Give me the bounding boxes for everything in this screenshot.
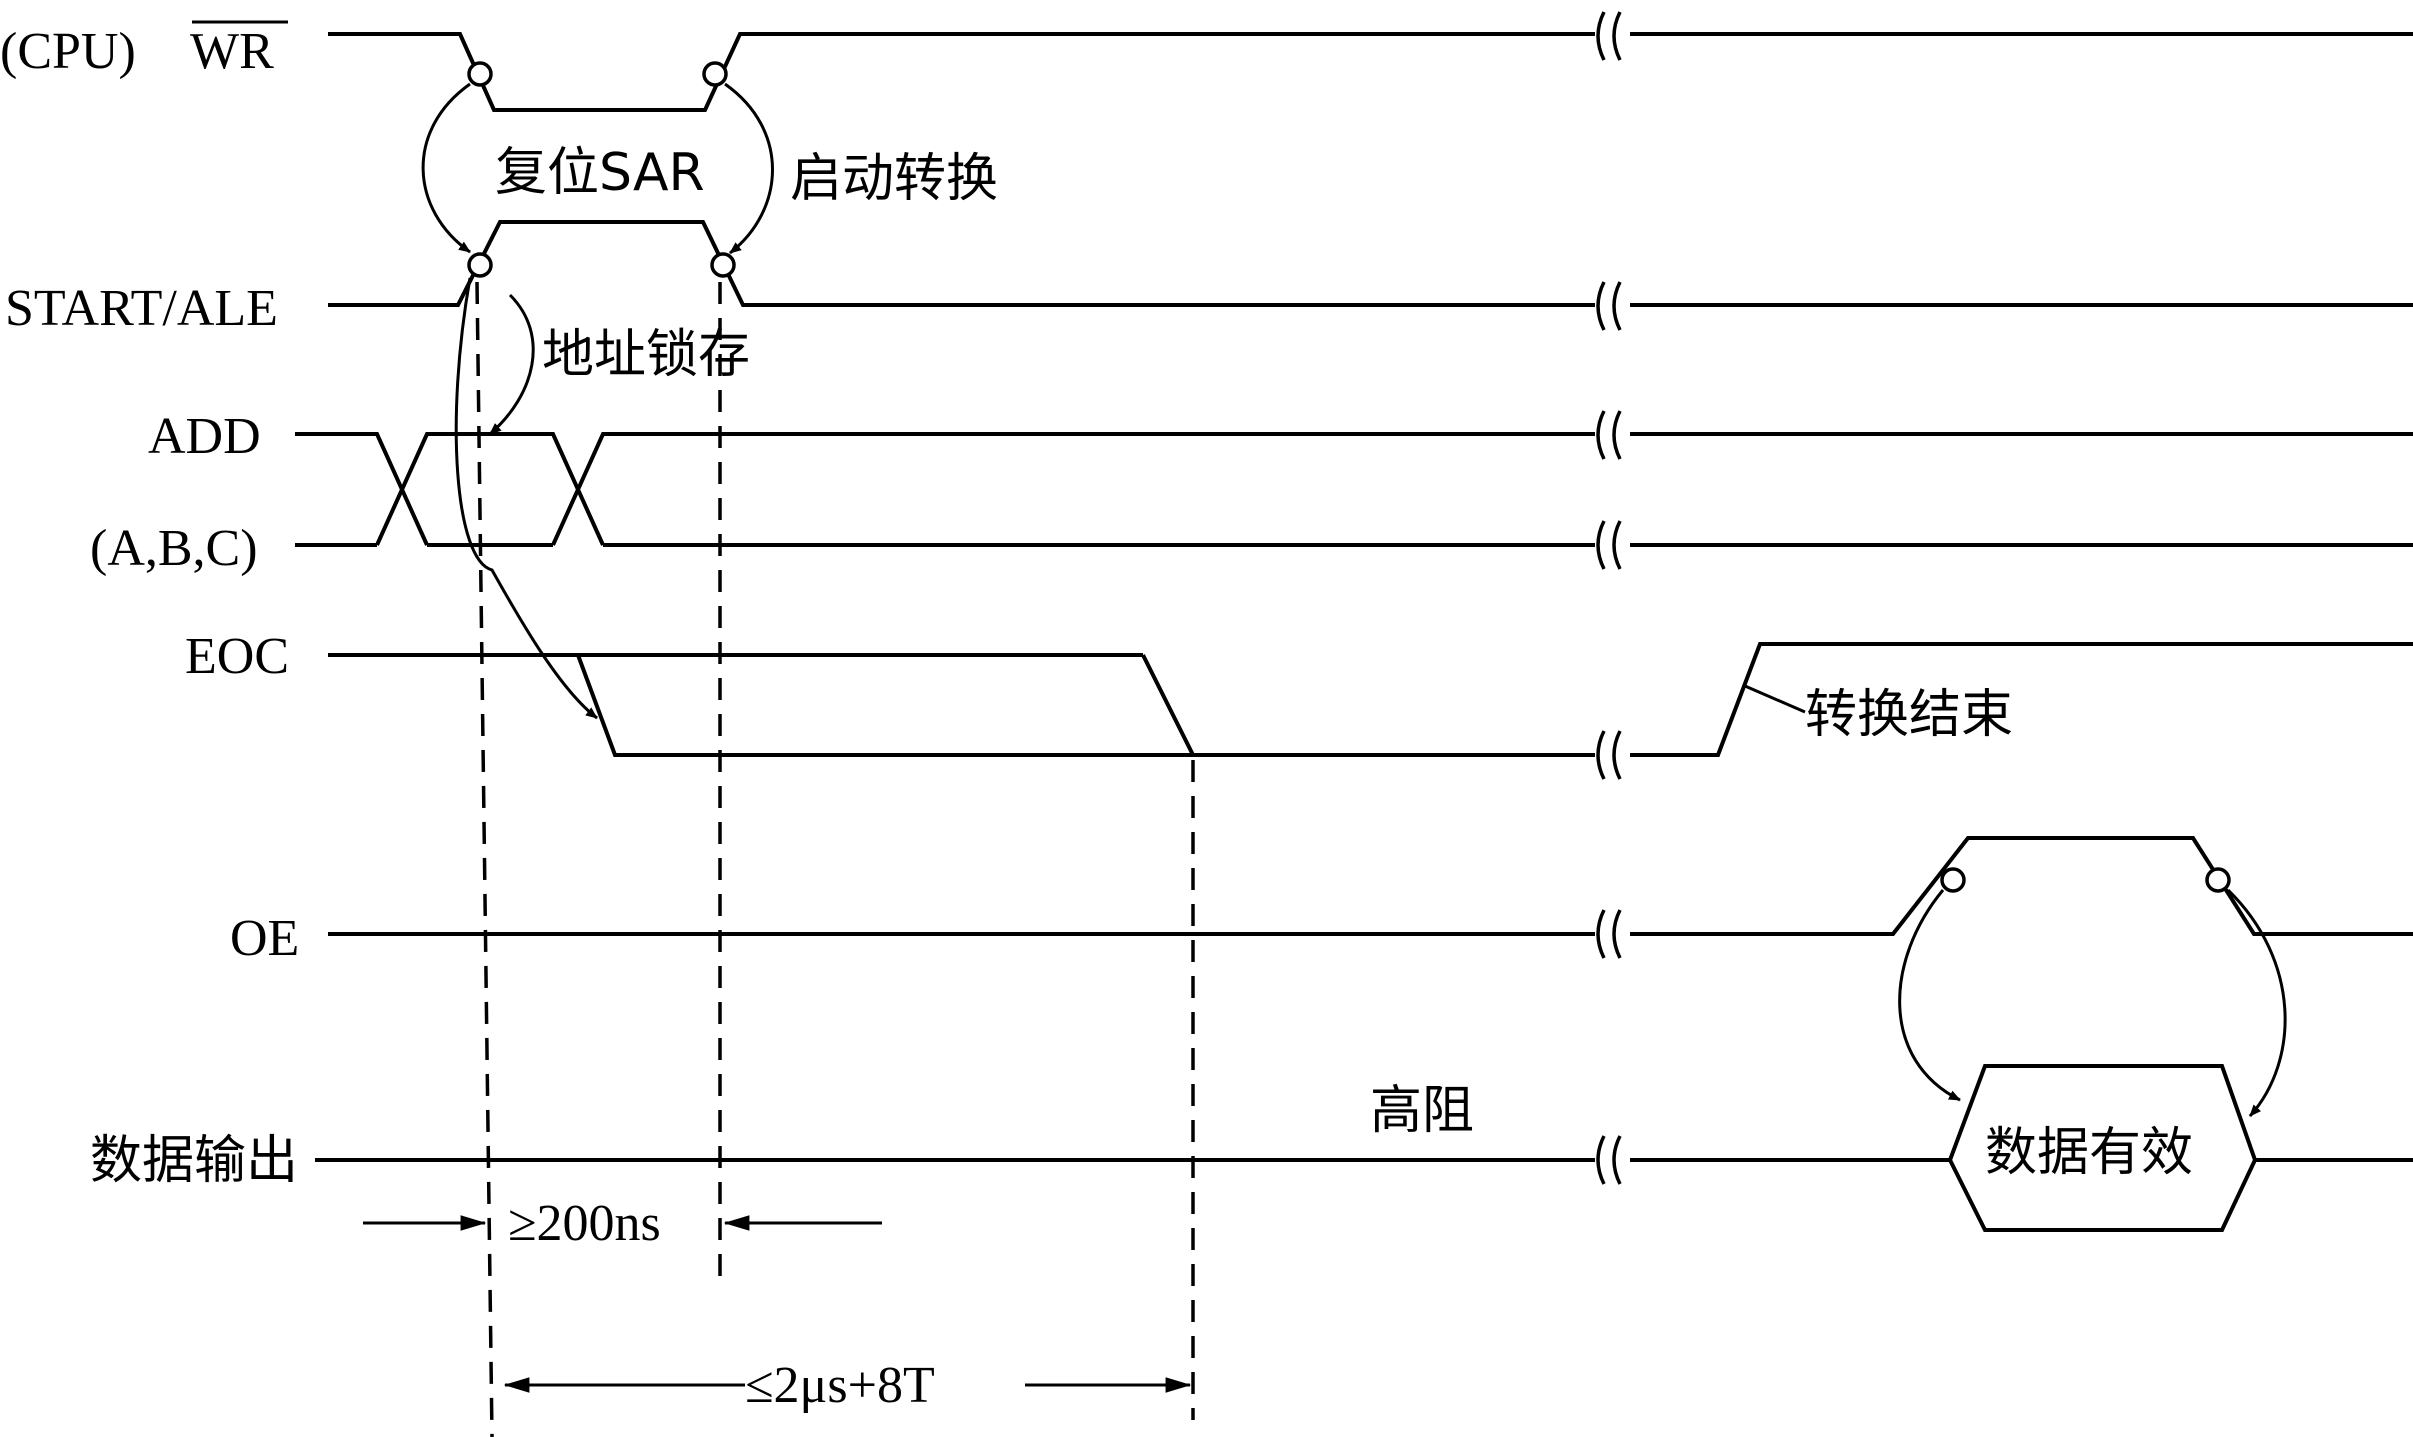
label-start-ale: START/ALE xyxy=(5,280,278,337)
conversion-end-leader xyxy=(1744,684,1806,714)
ref-line-start xyxy=(475,281,494,1437)
arrow-address-latch xyxy=(489,293,535,436)
oe-rise-bubble xyxy=(1940,867,1966,893)
label-add: ADD xyxy=(148,408,261,465)
oe-fall-bubble xyxy=(2205,867,2231,893)
label-abc: (A,B,C) xyxy=(90,520,258,577)
oe-waveform xyxy=(328,836,2413,936)
arrow-oe-to-data xyxy=(1898,889,1961,1102)
dim-2us-label: ≤2μs+8T xyxy=(745,1357,935,1414)
wr-rise-bubble xyxy=(702,61,728,87)
data-valid-hexagon xyxy=(1947,1064,2258,1232)
add-break-mark-top xyxy=(1596,410,1622,460)
start-ale-rise-bubble xyxy=(467,252,493,278)
arrow-oe-end-to-data xyxy=(2226,888,2287,1117)
arrow-eoc-fall xyxy=(454,277,598,720)
note-reset-sar: 复位SAR xyxy=(495,143,705,203)
arrow-start-conversion xyxy=(724,82,774,255)
eoc-second-fall xyxy=(578,653,1195,756)
add-break-mark-bottom xyxy=(1596,520,1622,570)
note-high-z: 高阻 xyxy=(1370,1081,1474,1141)
label-cpu: (CPU) xyxy=(0,23,136,80)
label-wr: WR xyxy=(190,23,274,80)
label-oe: OE xyxy=(230,910,299,967)
label-eoc: EOC xyxy=(185,628,289,685)
dim-200ns-label: ≥200ns xyxy=(508,1195,661,1252)
note-data-valid: 数据有效 xyxy=(1985,1123,2193,1183)
oe-break-mark xyxy=(1596,909,1622,959)
wr-break-mark xyxy=(1596,11,1622,61)
add-waveform-top xyxy=(295,432,2413,546)
start-ale-waveform xyxy=(328,220,2413,307)
note-start-conversion: 启动转换 xyxy=(790,149,998,209)
arrow-reset-sar xyxy=(421,82,471,254)
label-data-output: 数据输出 xyxy=(90,1131,298,1191)
eoc-waveform xyxy=(328,642,2413,757)
wr-fall-bubble xyxy=(467,61,493,87)
wr-waveform xyxy=(328,32,2413,112)
data-output-break-mark xyxy=(1596,1135,1622,1185)
note-conversion-end: 转换结束 xyxy=(1805,685,2013,745)
note-address-latch: 地址锁存 xyxy=(542,325,750,385)
start-ale-break-mark xyxy=(1596,281,1622,331)
start-ale-fall-bubble xyxy=(710,252,736,278)
eoc-break-mark xyxy=(1596,730,1622,780)
